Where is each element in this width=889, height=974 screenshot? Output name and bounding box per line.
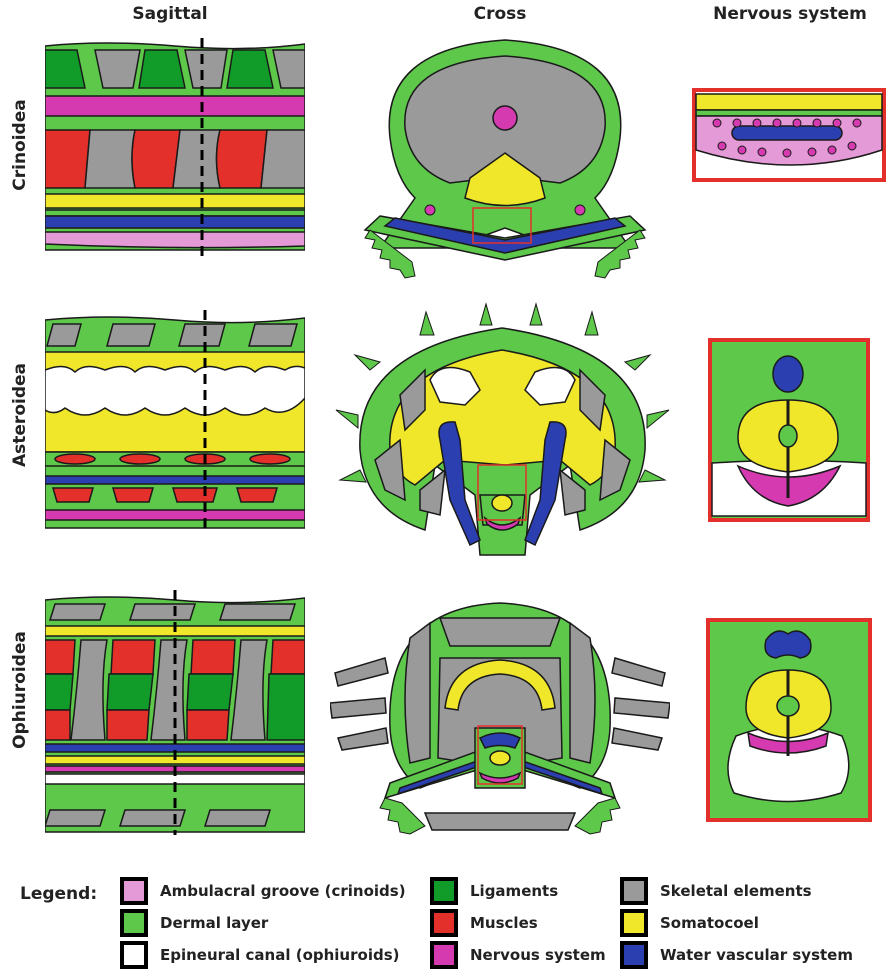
ophiuroidea-nervous-system — [706, 618, 872, 822]
legend-item-dermal-layer: Dermal layer — [120, 910, 268, 936]
column-header-cross: Cross — [440, 4, 560, 24]
legend-swatch — [120, 877, 148, 905]
legend-item-ligaments: Ligaments — [430, 878, 558, 904]
ophiuroidea-sagittal — [45, 590, 305, 835]
legend-label: Dermal layer — [160, 914, 268, 932]
legend-label: Somatocoel — [660, 914, 759, 932]
legend-swatch — [430, 877, 458, 905]
legend-swatch — [620, 877, 648, 905]
legend-label: Nervous system — [470, 946, 606, 964]
legend-swatch — [430, 941, 458, 969]
crinoidea-sagittal — [45, 38, 305, 256]
row-header-ophiuroidea: Ophiuroidea — [10, 610, 30, 770]
legend-swatch — [120, 941, 148, 969]
column-header-sagittal: Sagittal — [100, 4, 240, 24]
asteroidea-sagittal — [45, 310, 305, 532]
legend-item-nervous-system: Nervous system — [430, 942, 606, 968]
legend-swatch — [620, 909, 648, 937]
legend-swatch — [120, 909, 148, 937]
legend-title: Legend: — [20, 884, 97, 904]
legend-swatch — [620, 941, 648, 969]
crinoidea-cross — [360, 28, 650, 290]
asteroidea-cross — [330, 300, 675, 565]
legend-swatch — [430, 909, 458, 937]
asteroidea-nervous-system — [708, 338, 870, 522]
legend-label: Epineural canal (ophiuroids) — [160, 946, 399, 964]
legend-item-ambulacral-groove: Ambulacral groove (crinoids) — [120, 878, 406, 904]
legend-label: Ligaments — [470, 882, 558, 900]
column-header-nervous-system: Nervous system — [700, 4, 880, 24]
legend-item-epineural-canal: Epineural canal (ophiuroids) — [120, 942, 399, 968]
legend-item-water-vascular-system: Water vascular system — [620, 942, 853, 968]
legend-item-skeletal-elements: Skeletal elements — [620, 878, 812, 904]
legend-item-muscles: Muscles — [430, 910, 538, 936]
legend-item-somatocoel: Somatocoel — [620, 910, 759, 936]
ophiuroidea-cross — [330, 598, 670, 843]
legend-label: Ambulacral groove (crinoids) — [160, 882, 406, 900]
row-header-crinoidea: Crinoidea — [10, 65, 30, 225]
row-header-asteroidea: Asteroidea — [10, 335, 30, 495]
legend-label: Water vascular system — [660, 946, 853, 964]
crinoidea-nervous-system — [692, 88, 886, 182]
legend-label: Muscles — [470, 914, 538, 932]
legend-label: Skeletal elements — [660, 882, 812, 900]
